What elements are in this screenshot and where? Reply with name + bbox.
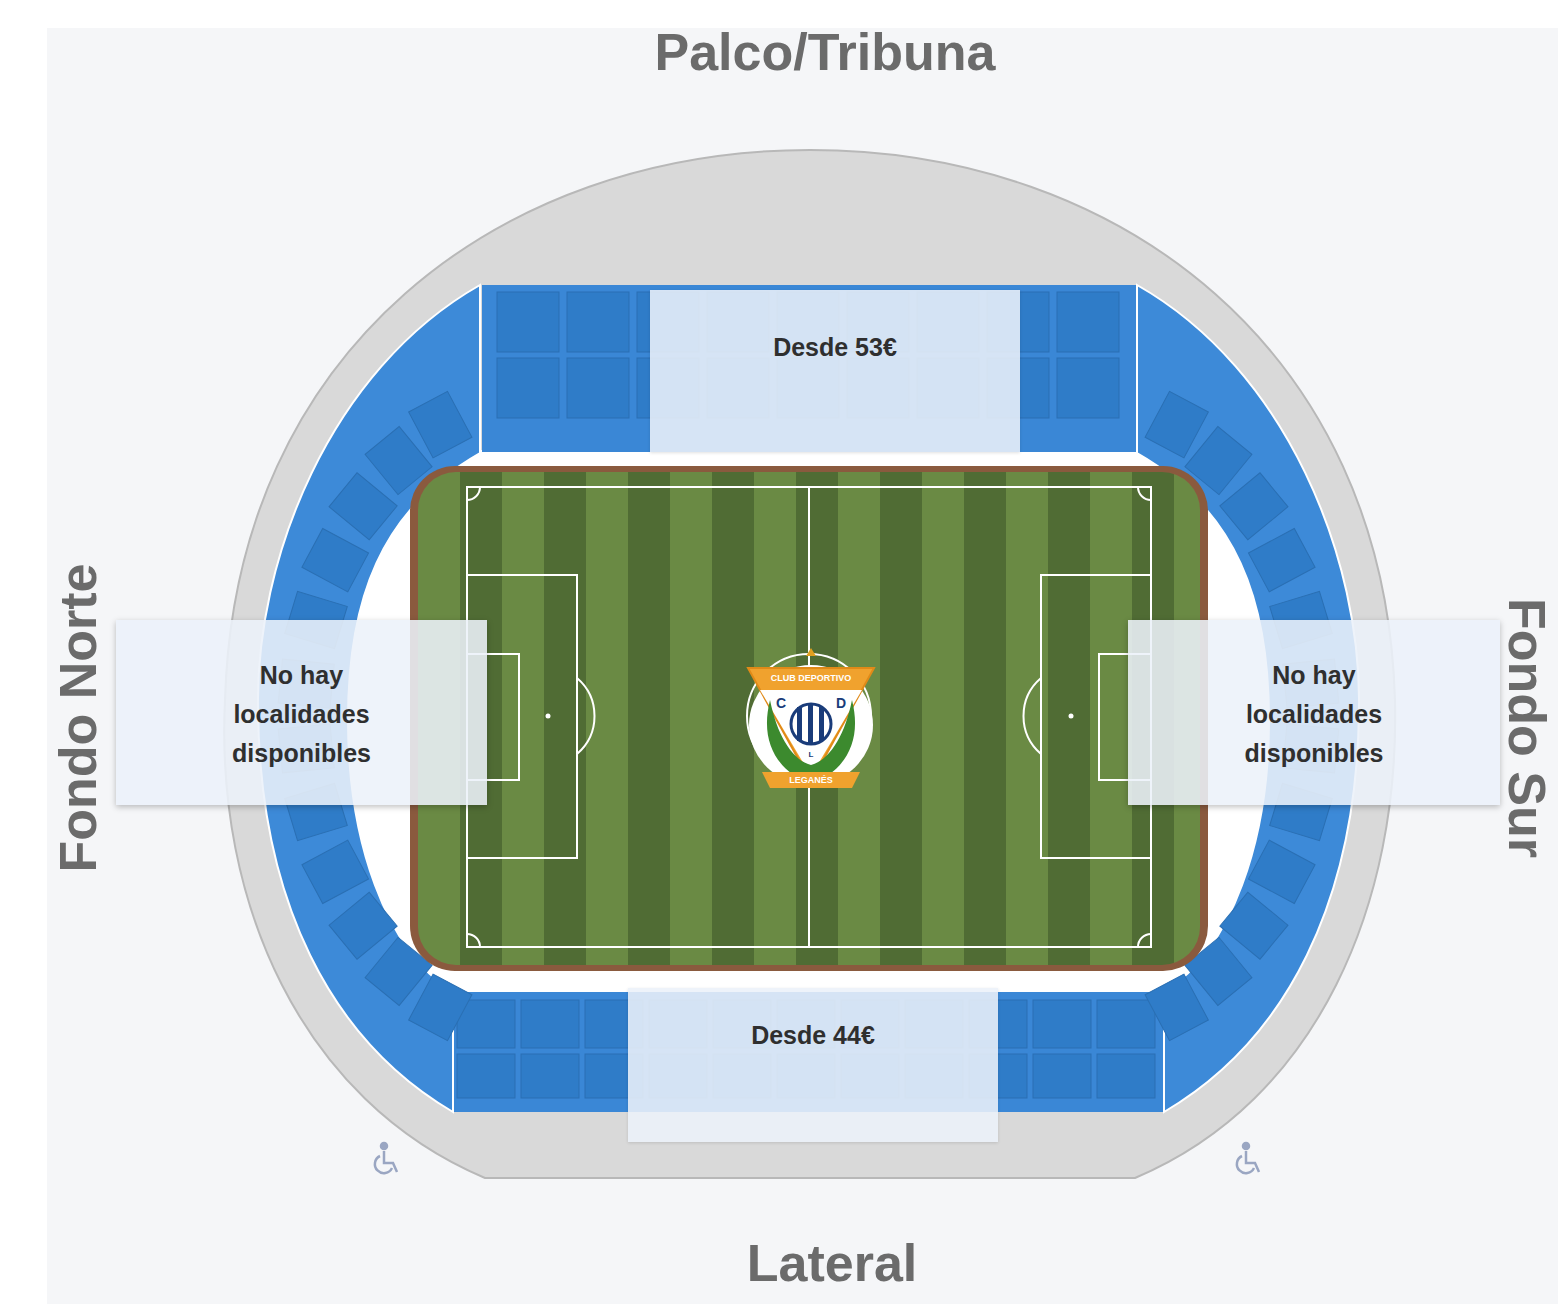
availability-box: Desde 53€ [650, 290, 1020, 452]
pitch-lines [467, 487, 1151, 947]
availability-box: No hay localidades disponibles [1128, 620, 1500, 805]
crest-text: LEGANÉS [789, 776, 833, 785]
stand-name: Fondo Norte [52, 563, 104, 872]
crest-text: C [776, 696, 786, 710]
club-crest [748, 648, 874, 788]
crest-text: CLUB DEPORTIVO [771, 674, 852, 683]
availability-box: No hay localidades disponibles [116, 620, 487, 805]
background [47, 28, 1558, 1304]
availability-box: Desde 44€ [628, 988, 998, 1142]
price-label: No hay localidades disponibles [1214, 656, 1414, 773]
price-label: Desde 53€ [685, 328, 985, 367]
stand-name: Fondo Sur [1501, 598, 1553, 858]
price-label: Desde 44€ [663, 1016, 963, 1055]
top-stand [482, 285, 1136, 452]
wheelchair-icons [375, 1143, 1259, 1173]
crest-text: L [809, 751, 814, 759]
price-label: No hay localidades disponibles [202, 656, 402, 773]
pitch [418, 472, 1200, 965]
stand-name: Lateral [747, 1237, 918, 1289]
crest-text: D [836, 696, 846, 710]
stand-name: Palco/Tribuna [655, 26, 996, 78]
track [410, 466, 1208, 971]
